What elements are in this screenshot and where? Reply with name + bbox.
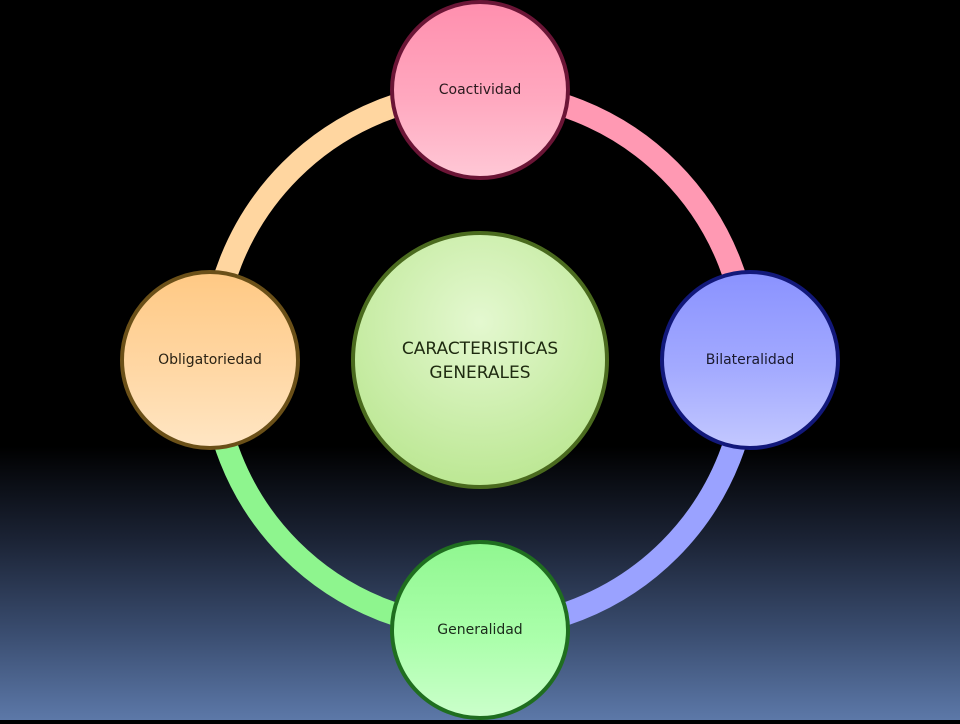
node-coactividad-label: Coactividad <box>439 82 522 98</box>
center-circle <box>351 231 609 489</box>
center-title-line2: GENERALES <box>429 363 530 383</box>
node-obligatoriedad: Obligatoriedad <box>120 270 300 450</box>
node-generalidad-label: Generalidad <box>437 622 522 638</box>
node-obligatoriedad-circle <box>120 270 300 450</box>
node-bilateralidad-circle <box>660 270 840 450</box>
node-bilateralidad: Bilateralidad <box>660 270 840 450</box>
node-bilateralidad-label: Bilateralidad <box>706 352 795 368</box>
node-obligatoriedad-label: Obligatoriedad <box>158 352 262 368</box>
node-coactividad-circle <box>390 0 570 180</box>
node-coactividad: Coactividad <box>390 0 570 180</box>
node-generalidad-circle <box>390 540 570 720</box>
center-node: CARACTERISTICAS GENERALES <box>351 231 609 489</box>
center-title-line1: CARACTERISTICAS <box>402 339 558 359</box>
node-generalidad: Generalidad <box>390 540 570 720</box>
